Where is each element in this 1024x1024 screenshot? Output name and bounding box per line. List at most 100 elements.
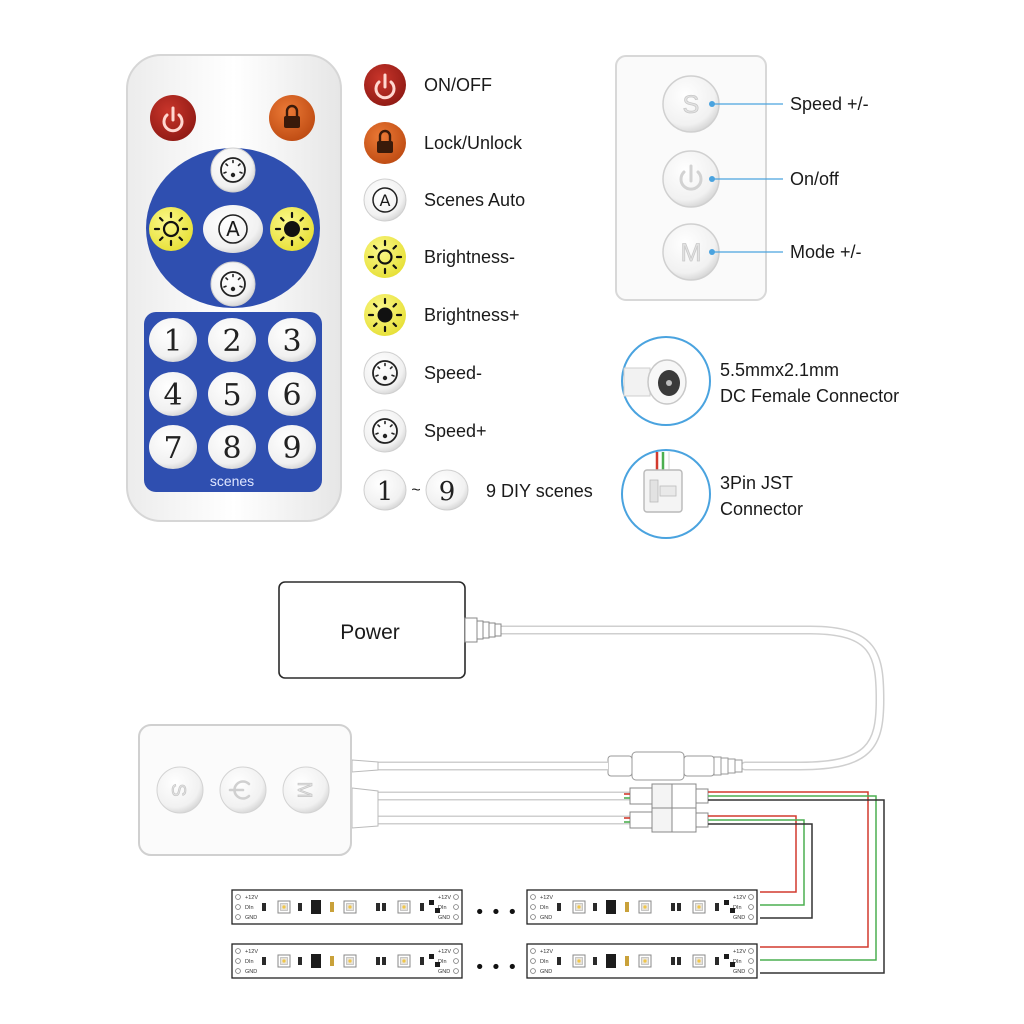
remote-brightness-down-button[interactable] bbox=[149, 207, 193, 251]
remote-speed-down-button[interactable] bbox=[210, 261, 256, 307]
small-ic bbox=[730, 908, 735, 913]
svg-text:2: 2 bbox=[222, 324, 241, 359]
power-icon bbox=[364, 64, 406, 106]
remote-key-7[interactable]: 7 bbox=[149, 425, 197, 469]
connector-line-1: 5.5mmx2.1mm bbox=[720, 360, 839, 380]
callout-label: On/off bbox=[790, 169, 840, 189]
power-icon bbox=[679, 164, 703, 191]
small-ic bbox=[730, 962, 735, 967]
controller-power-button[interactable] bbox=[662, 150, 720, 208]
driver-ic bbox=[311, 900, 321, 914]
svg-text:1: 1 bbox=[163, 324, 182, 359]
strip-ellipsis-upper: • • • bbox=[474, 902, 517, 923]
driver-ic bbox=[606, 954, 616, 968]
remote-key-3[interactable]: 3 bbox=[268, 318, 316, 362]
legend-label: Speed+ bbox=[424, 421, 487, 441]
remote-key-2[interactable]: 2 bbox=[208, 318, 256, 362]
led-chip bbox=[343, 954, 357, 968]
speed-down-icon bbox=[363, 351, 407, 395]
resistor bbox=[593, 957, 597, 965]
strip-pad-label: +12V bbox=[733, 895, 746, 901]
led-chip bbox=[397, 954, 411, 968]
power-label: Power bbox=[340, 621, 400, 644]
dc-connector-callout: 5.5mmx2.1mm DC Female Connector bbox=[621, 336, 899, 426]
strip-pad-label: GND bbox=[733, 915, 745, 921]
jst-plug-pair-lower bbox=[624, 807, 709, 833]
lock-icon bbox=[364, 122, 406, 164]
resistor bbox=[557, 903, 561, 911]
svg-text:3: 3 bbox=[282, 324, 301, 359]
strip-wires bbox=[708, 791, 885, 974]
strip-pad-label: +12V bbox=[540, 895, 553, 901]
remote-lock-button[interactable] bbox=[269, 95, 315, 141]
remote-brightness-up-button[interactable] bbox=[270, 207, 314, 251]
svg-text:6: 6 bbox=[282, 378, 301, 413]
keypad-caption: scenes bbox=[210, 473, 254, 489]
led-chip bbox=[692, 954, 706, 968]
capacitor bbox=[330, 902, 334, 912]
remote-key-4[interactable]: 4 bbox=[149, 372, 197, 416]
diy-range-separator: ~ bbox=[411, 482, 420, 499]
strip-pad-label: DIn bbox=[245, 905, 254, 911]
remote-key-5[interactable]: 5 bbox=[208, 372, 256, 416]
power-icon bbox=[228, 780, 251, 800]
strip-pad-label: +12V bbox=[540, 949, 553, 955]
legend-item-lock: Lock/Unlock bbox=[364, 122, 523, 164]
led-chip bbox=[397, 900, 411, 914]
mini-controller: S M bbox=[138, 724, 352, 856]
strip-pad-label: DIn bbox=[540, 959, 549, 965]
brightness-down-icon bbox=[364, 236, 406, 278]
resistor bbox=[382, 957, 386, 965]
strip-pad-label: GND bbox=[540, 969, 552, 975]
legend-label: Lock/Unlock bbox=[424, 133, 523, 153]
dc-jack-icon bbox=[623, 359, 687, 405]
svg-text:A: A bbox=[380, 191, 391, 210]
svg-text:4: 4 bbox=[163, 378, 182, 413]
svg-text:S: S bbox=[167, 783, 189, 796]
resistor bbox=[677, 903, 681, 911]
controller-mode-button[interactable]: M bbox=[662, 223, 720, 281]
remote-power-button[interactable] bbox=[150, 95, 196, 141]
mini-mode-button[interactable]: M bbox=[282, 766, 330, 814]
svg-text:9: 9 bbox=[282, 431, 301, 466]
legend-item-brightness-down: Brightness- bbox=[364, 236, 515, 278]
strip-pad-label: GND bbox=[540, 915, 552, 921]
svg-text:1: 1 bbox=[377, 477, 394, 507]
speed-up-icon bbox=[363, 409, 407, 453]
connector-line-2: DC Female Connector bbox=[720, 386, 899, 406]
remote-speed-up-button[interactable] bbox=[210, 147, 256, 193]
callout-label: Speed +/- bbox=[790, 94, 869, 114]
button-legend: ON/OFF Lock/Unlock A Scenes Auto Bright bbox=[363, 64, 593, 511]
mini-power-button[interactable] bbox=[219, 766, 267, 814]
svg-text:S: S bbox=[683, 91, 700, 119]
svg-text:9: 9 bbox=[439, 477, 456, 507]
diy-key-from-icon: 1 bbox=[363, 469, 407, 511]
strip-pad-label: +12V bbox=[438, 895, 451, 901]
svg-text:8: 8 bbox=[222, 431, 241, 466]
remote-key-1[interactable]: 1 bbox=[149, 318, 197, 362]
capacitor bbox=[625, 902, 629, 912]
remote-key-8[interactable]: 8 bbox=[208, 425, 256, 469]
controller-speed-button[interactable]: S bbox=[662, 75, 720, 133]
strip-pad-label: DIn bbox=[438, 905, 447, 911]
legend-label: ON/OFF bbox=[424, 75, 492, 95]
strip-ellipsis-lower: • • • bbox=[474, 957, 517, 978]
remote-auto-button[interactable]: A bbox=[203, 205, 263, 253]
led-chip bbox=[692, 900, 706, 914]
capacitor bbox=[625, 956, 629, 966]
driver-ic bbox=[311, 954, 321, 968]
mini-speed-button[interactable]: S bbox=[156, 766, 204, 814]
strip-pad-label: GND bbox=[733, 969, 745, 975]
led-chip bbox=[572, 900, 586, 914]
resistor bbox=[376, 957, 380, 965]
remote-key-9[interactable]: 9 bbox=[268, 425, 316, 469]
resistor bbox=[420, 957, 424, 965]
strip-pad-label: +12V bbox=[245, 949, 258, 955]
resistor bbox=[715, 903, 719, 911]
remote-key-6[interactable]: 6 bbox=[268, 372, 316, 416]
legend-label: Brightness- bbox=[424, 247, 515, 267]
resistor bbox=[298, 903, 302, 911]
resistor bbox=[557, 957, 561, 965]
power-adapter: Power bbox=[278, 581, 502, 679]
